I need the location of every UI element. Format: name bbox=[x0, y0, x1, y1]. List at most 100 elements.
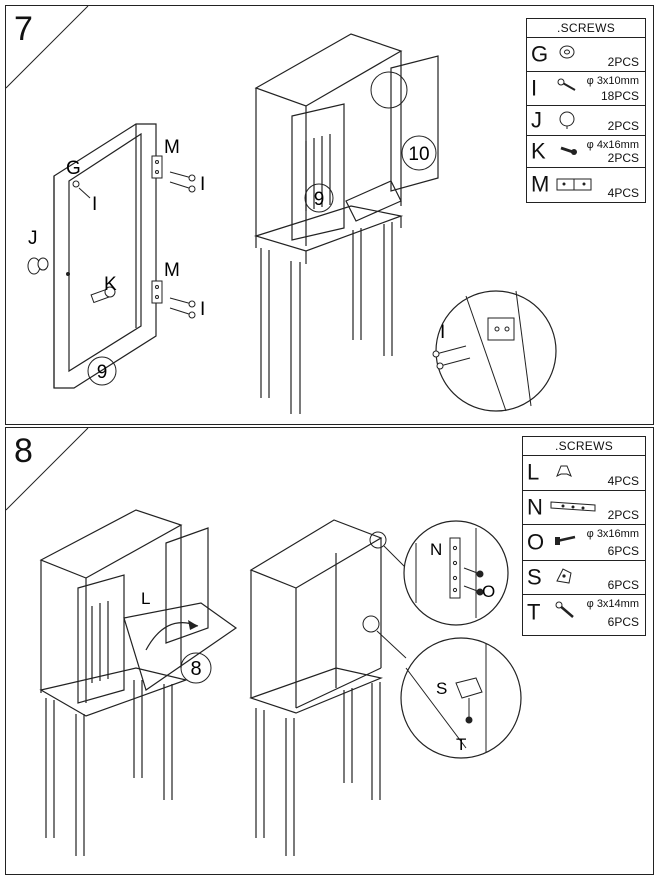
insert-arrow-head bbox=[188, 620, 198, 630]
cabinet-open-drawing bbox=[39, 509, 238, 856]
knob-icon bbox=[557, 110, 577, 135]
callout-m-top: M bbox=[164, 137, 180, 158]
detail-hinge-drawing bbox=[432, 290, 532, 412]
step-7-panel: G I J K M I M I 9 bbox=[5, 5, 654, 425]
step-7-illustration: G I J K M I M I 9 bbox=[6, 6, 557, 414]
screw-spec: φ 3x16mm bbox=[586, 528, 639, 540]
callout-m-bottom: M bbox=[164, 260, 180, 281]
screws-table-header: .SCREWS bbox=[523, 437, 645, 456]
cabinet-drawing bbox=[253, 33, 439, 414]
screws-row-l: L 4PCS bbox=[523, 456, 645, 491]
step-number-7: 7 bbox=[14, 10, 33, 48]
bracket-icon bbox=[553, 565, 575, 592]
screw-qty: 4PCS bbox=[607, 474, 639, 488]
hinge-icon bbox=[555, 176, 595, 199]
screw-letter: K bbox=[531, 137, 546, 163]
screw-qty: 2PCS bbox=[607, 151, 639, 165]
screws-row-g: G 2PCS bbox=[527, 38, 645, 72]
step-number-8: 8 bbox=[14, 432, 33, 470]
screw-spec: φ 3x10mm bbox=[586, 75, 639, 87]
screw-letter: J bbox=[531, 106, 542, 132]
callout-i-top: I bbox=[200, 174, 205, 195]
callout-k: K bbox=[104, 274, 117, 295]
step-8-panel: 8 L bbox=[5, 427, 654, 875]
screw-qty: 6PCS bbox=[607, 544, 639, 558]
part-8-circle bbox=[180, 652, 212, 684]
bolt-k-drawing bbox=[90, 286, 116, 304]
screw-icon bbox=[557, 76, 579, 101]
part-10-circle bbox=[401, 135, 437, 171]
screws-row-s: S 6PCS bbox=[523, 561, 645, 595]
screws-row-j: J 2PCS bbox=[527, 106, 645, 136]
hinge-top bbox=[151, 155, 163, 179]
screw-qty: 18PCS bbox=[600, 89, 639, 103]
screw-set-top bbox=[169, 171, 196, 193]
detail-bracket-drawing bbox=[405, 643, 487, 753]
callout-j: J bbox=[28, 228, 38, 249]
step-8-illustration: 8 L bbox=[6, 428, 522, 856]
part-9-circle-cabinet bbox=[304, 183, 334, 213]
callout-i-door: I bbox=[92, 194, 97, 215]
screw-letter: O bbox=[527, 528, 545, 554]
screw-letter: I bbox=[531, 74, 538, 100]
callout-o: O bbox=[482, 582, 495, 601]
detail-circle-bracket bbox=[400, 637, 522, 759]
screw-qty: 2PCS bbox=[607, 55, 639, 69]
screws-row-i: I φ 3x10mm 18PCS bbox=[527, 72, 645, 106]
callout-i-bottom: I bbox=[200, 299, 205, 320]
part-10-label: 10 bbox=[408, 144, 429, 165]
door-knob-drawing bbox=[27, 257, 70, 276]
screw-qty: 6PCS bbox=[607, 615, 639, 629]
screw-icon bbox=[553, 599, 579, 628]
screw-letter: N bbox=[527, 493, 543, 519]
screw-letter: S bbox=[527, 563, 542, 589]
screws-row-n: N 2PCS bbox=[523, 491, 645, 525]
screw-qty: 6PCS bbox=[607, 578, 639, 592]
screw-letter: M bbox=[531, 171, 550, 197]
screw-letter: L bbox=[527, 459, 540, 485]
detail-strap-drawing bbox=[415, 528, 484, 618]
callout-s: S bbox=[436, 679, 447, 698]
part-9-label-cabinet: 9 bbox=[314, 189, 325, 210]
screw-letter: G bbox=[531, 40, 549, 66]
callout-g: G bbox=[66, 158, 81, 179]
screws-row-o: O φ 3x16mm 6PCS bbox=[523, 525, 645, 561]
screws-table-header: .SCREWS bbox=[527, 19, 645, 38]
knob-base-screw bbox=[72, 180, 91, 199]
leader-line-top bbox=[383, 545, 407, 569]
screw-letter: T bbox=[527, 599, 541, 625]
detail-circle-hinge-zoom bbox=[435, 290, 557, 412]
knob-base-icon bbox=[557, 42, 577, 67]
screw-icon bbox=[553, 529, 579, 556]
step-number-corner bbox=[6, 6, 89, 89]
callout-t: T bbox=[456, 735, 466, 754]
screws-row-k: K φ 4x16mm 2PCS bbox=[527, 136, 645, 168]
screws-row-m: M 4PCS bbox=[527, 168, 645, 202]
callout-n: N bbox=[430, 540, 442, 559]
detail-marker-top bbox=[369, 531, 387, 549]
door-panel-drawing bbox=[53, 123, 157, 389]
screws-table-step-8: .SCREWS L 4PCS N 2PCS O φ 3x16mm 6PCS S … bbox=[522, 436, 646, 636]
part-8-label: 8 bbox=[190, 658, 201, 680]
screw-qty: 2PCS bbox=[607, 508, 639, 522]
detail-circle-hinge bbox=[370, 71, 408, 109]
screws-row-t: T φ 3x14mm 6PCS bbox=[523, 595, 645, 631]
screw-set-bottom bbox=[169, 297, 196, 319]
part-9-circle-left bbox=[87, 356, 117, 386]
screw-spec: φ 4x16mm bbox=[586, 139, 639, 151]
hinge-bottom bbox=[151, 280, 163, 304]
leader-line-bottom bbox=[376, 630, 407, 659]
clip-icon bbox=[553, 460, 575, 487]
part-9-label-left: 9 bbox=[97, 362, 108, 383]
strap-icon bbox=[549, 497, 599, 522]
screw-qty: 2PCS bbox=[607, 119, 639, 133]
callout-i-detail: I bbox=[440, 322, 445, 343]
bolt-icon bbox=[557, 140, 579, 165]
cabinet-back-drawing bbox=[249, 519, 383, 856]
step-number-corner bbox=[6, 428, 89, 511]
screws-table-step-7: .SCREWS G 2PCS I φ 3x10mm 18PCS J 2PCS K… bbox=[526, 18, 646, 203]
screw-spec: φ 3x14mm bbox=[586, 598, 639, 610]
screw-qty: 4PCS bbox=[607, 186, 639, 200]
callout-l: L bbox=[141, 589, 150, 608]
